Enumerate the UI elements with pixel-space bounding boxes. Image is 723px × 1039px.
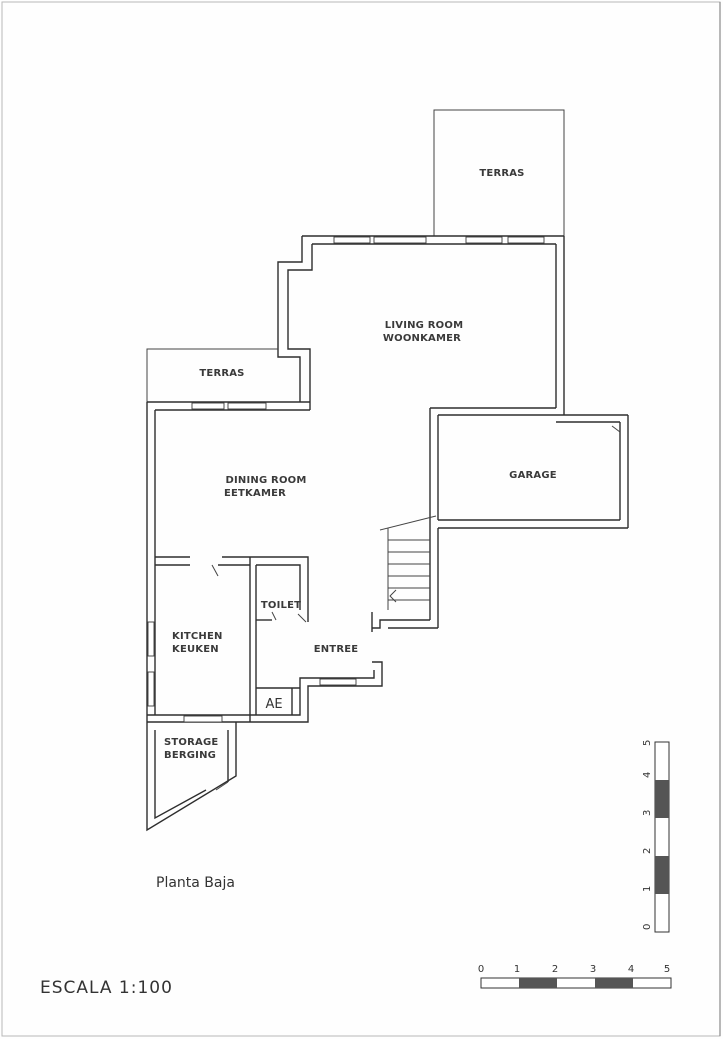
label-eetkamer: EETKAMER	[224, 488, 286, 499]
garage-walls	[438, 414, 629, 529]
label-dining-room: DINING ROOM	[225, 475, 306, 486]
label-ae: AE	[265, 697, 282, 712]
storage-walls	[146, 722, 237, 832]
label-living-room: LIVING ROOM	[385, 320, 463, 331]
label-kitchen: KITCHEN	[172, 631, 223, 642]
scale-bar-vertical: 0 1 2 3 4 5	[642, 740, 670, 933]
vscale-tick-4: 4	[642, 772, 653, 778]
terrace-top	[433, 109, 565, 236]
west-walls	[146, 402, 156, 722]
staircase	[371, 515, 439, 632]
kitchen-toilet-walls	[147, 556, 309, 723]
scale-bar-horizontal: 0 1 2 3 4 5	[478, 964, 672, 989]
label-woonkamer: WOONKAMER	[383, 333, 461, 344]
vscale-tick-5: 5	[642, 740, 653, 746]
vscale-tick-3: 3	[642, 810, 653, 816]
hscale-tick-2: 2	[552, 964, 558, 975]
floor-name: Planta Baja	[156, 875, 235, 891]
label-terras-left: TERRAS	[199, 368, 244, 379]
hscale-tick-0: 0	[478, 964, 484, 975]
label-toilet: TOILET	[261, 600, 301, 611]
label-berging: BERGING	[164, 750, 216, 761]
vscale-tick-1: 1	[642, 886, 653, 892]
hscale-tick-3: 3	[590, 964, 596, 975]
label-storage: STORAGE	[164, 737, 218, 748]
vscale-tick-0: 0	[642, 924, 653, 930]
label-garage: GARAGE	[509, 470, 557, 481]
entrance-walls	[250, 661, 383, 723]
label-terras-top: TERRAS	[479, 168, 524, 179]
label-keuken: KEUKEN	[172, 644, 219, 655]
hscale-tick-5: 5	[664, 964, 670, 975]
terrace-left	[146, 348, 310, 411]
scale-text: ESCALA 1:100	[40, 978, 173, 998]
label-entree: ENTREE	[314, 644, 359, 655]
vscale-tick-2: 2	[642, 848, 653, 854]
hscale-tick-1: 1	[514, 964, 520, 975]
living-room-walls	[277, 235, 565, 520]
hscale-tick-4: 4	[628, 964, 634, 975]
